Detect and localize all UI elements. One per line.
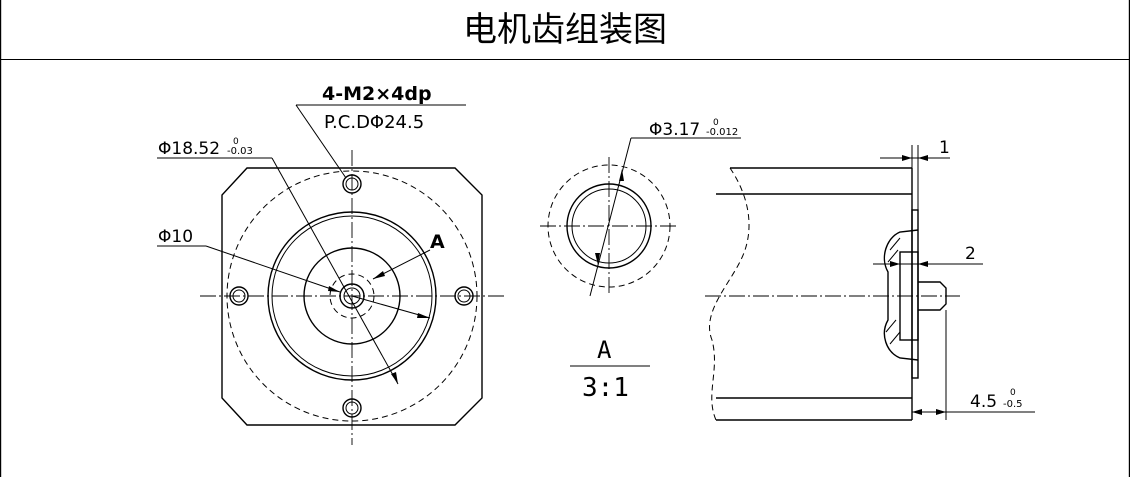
dim2-arrow-right [918,261,928,267]
dim-len-tol-upper: 0 [1010,388,1016,398]
dia-outer-arrow [391,372,398,384]
dim1-arrow-left [902,155,912,161]
view-a-marker: A [430,231,445,253]
dia-inner-arrow [328,286,340,292]
shaft-dia-arrow-bottom [595,253,600,265]
shaft-tol-upper: 0 [713,118,719,128]
dia-inner-leader [205,245,341,293]
dim-2-label: 2 [965,244,976,264]
thread-leader [295,104,347,179]
dim45-arrow-right [936,409,946,415]
dim2-arrow-left [890,261,900,267]
detail-a-view: Φ3.17 0 -0.012 A 3:1 [540,118,741,403]
break-line [709,167,750,421]
dim1-arrow-right [918,155,928,161]
boss-plate [911,209,919,379]
side-view: 1 2 4.5 0 -0.5 [705,138,1035,421]
dia-inner-label: Φ10 [158,227,193,247]
dim-1-label: 1 [939,138,950,158]
front-view: 4-M2×4dp P.C.DΦ24.5 Φ18.52 0 -0.03 Φ10 A [157,83,505,445]
page-title: 电机齿组装图 [463,10,667,50]
dim-len-label: 4.5 [970,392,997,412]
dia-outer-label: Φ18.52 [158,139,220,159]
shaft-tol-lower: -0.012 [706,127,738,138]
title-bar: 电机齿组装图 [0,0,1130,60]
shaft-dia-label: Φ3.17 [649,120,700,140]
view-a-arrow [373,271,385,279]
dia-outer-tol-lower: -0.03 [227,146,253,157]
dim45-arrow-left [912,409,922,415]
dia-outer-leader [271,157,399,385]
flange-outline [221,167,483,426]
shaft-dia-arrow-top [619,169,624,181]
dim-len-tol-lower: -0.5 [1003,399,1023,410]
detail-name-label: A [597,336,612,364]
pcd-label: P.C.DΦ24.5 [324,112,424,133]
shaft-dia-leader [589,137,632,297]
radius-leader [351,295,431,319]
thread-spec-label: 4-M2×4dp [322,83,432,105]
gear-hatching [885,237,901,345]
radius-arrow [417,313,430,318]
dia-outer-tol-upper: 0 [233,137,239,147]
detail-scale-label: 3:1 [582,373,629,403]
